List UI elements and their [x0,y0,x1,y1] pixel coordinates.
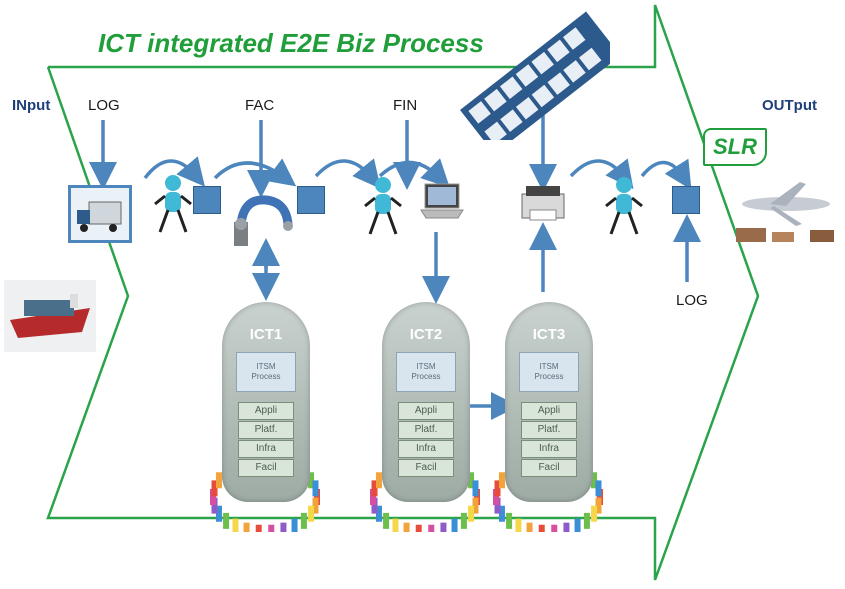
ict-layer-box: Platf. [521,421,577,439]
robot-arm-icon [234,195,293,246]
ict-layer-box: Infra [398,440,454,458]
ict-layer-box: Platf. [398,421,454,439]
ict-layer-box: Facil [398,459,454,477]
fin-label: FIN [393,97,418,114]
ict-layer-box: Facil [521,459,577,477]
input-label: INput [12,97,51,114]
ict-layer-box: Infra [238,440,294,458]
truck-icon [68,185,132,243]
ict-stack-title: ICT1 [249,326,283,343]
ict-layer-box: Appli [238,402,294,420]
person-icon [364,177,402,235]
ict-layer-box: Appli [398,402,454,420]
log-label-top: LOG [88,97,120,114]
person-icon [605,177,643,235]
ict-layer-box: Facil [238,459,294,477]
log-label-bottom: LOG [676,292,708,309]
ict-stack-title: ICT2 [409,326,443,343]
icon-tiles-icon [460,11,610,140]
ict-layer-box: Appli [521,402,577,420]
page-title: ICT integrated E2E Biz Process [98,28,484,58]
ict-layer-box: Platf. [238,421,294,439]
process-step-square [193,186,221,214]
laptop-icon [420,183,464,219]
fac-label: FAC [245,97,275,114]
ict-stack-title: ICT3 [532,326,566,343]
ict-layer-box: Infra [521,440,577,458]
airplane-icon [736,182,834,242]
printer-icon [521,186,565,221]
process-step-square [297,186,325,214]
ship-icon [4,280,96,352]
process-step-square [672,186,700,214]
output-label: OUTput [762,97,817,114]
person-icon [154,175,192,233]
slr-badge: SLR [703,128,767,166]
